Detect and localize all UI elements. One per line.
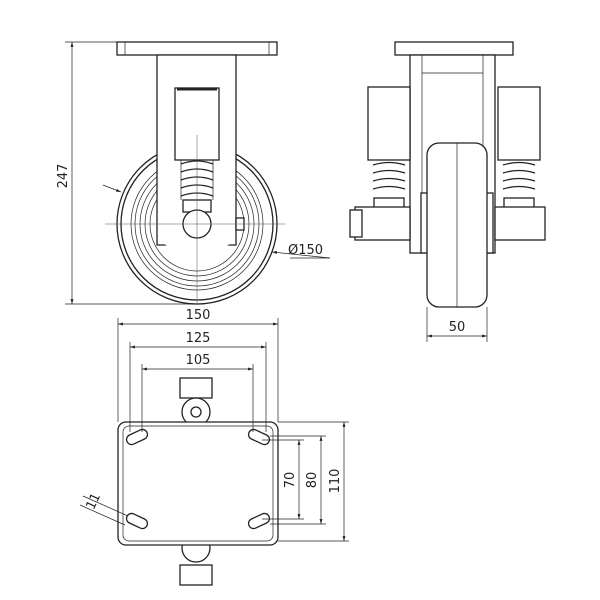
dim-overall-height: 247 (56, 41, 197, 305)
mounting-slots (125, 428, 271, 530)
dim-label-247: 247 (56, 164, 71, 189)
dim-label-125: 125 (186, 331, 211, 346)
dim-label-70: 70 (283, 472, 298, 489)
bottom-plate (117, 421, 279, 546)
dim-slot-width: 11 (79, 491, 129, 526)
dim-plate-width: 110 (278, 421, 349, 542)
bolt-head-bottom (179, 564, 213, 586)
dim-label-110: 110 (328, 469, 343, 494)
front-axle-right (494, 206, 546, 241)
bolt-head-top (179, 377, 213, 399)
dim-80: 80 (270, 435, 326, 525)
front-view: 50 (349, 41, 546, 342)
front-shock-right (497, 86, 541, 161)
bottom-view: 150 125 105 70 80 110 (79, 308, 349, 586)
front-axle-nut (349, 209, 363, 238)
dim-label-80: 80 (305, 472, 320, 489)
dim-label-11: 11 (84, 491, 105, 512)
side-view: 247 Ø150 (56, 41, 331, 305)
side-top-plate (116, 41, 278, 56)
dim-70: 70 (262, 439, 304, 520)
dim-label-105: 105 (186, 353, 211, 368)
dim-wheel-diameter: Ø150 (102, 184, 331, 259)
front-springs (372, 161, 536, 190)
front-top-plate (394, 41, 514, 56)
front-shock-left (367, 86, 411, 161)
dim-hole-spacing-105: 105 (141, 353, 254, 432)
dim-label-50: 50 (449, 320, 466, 335)
dim-wheel-width: 50 (426, 307, 488, 342)
front-axle-left (354, 206, 411, 241)
dim-plate-length: 150 (117, 308, 279, 422)
dim-label-diameter: Ø150 (288, 243, 323, 258)
dim-hole-spacing-125: 125 (129, 331, 267, 432)
dim-label-150: 150 (186, 308, 211, 323)
